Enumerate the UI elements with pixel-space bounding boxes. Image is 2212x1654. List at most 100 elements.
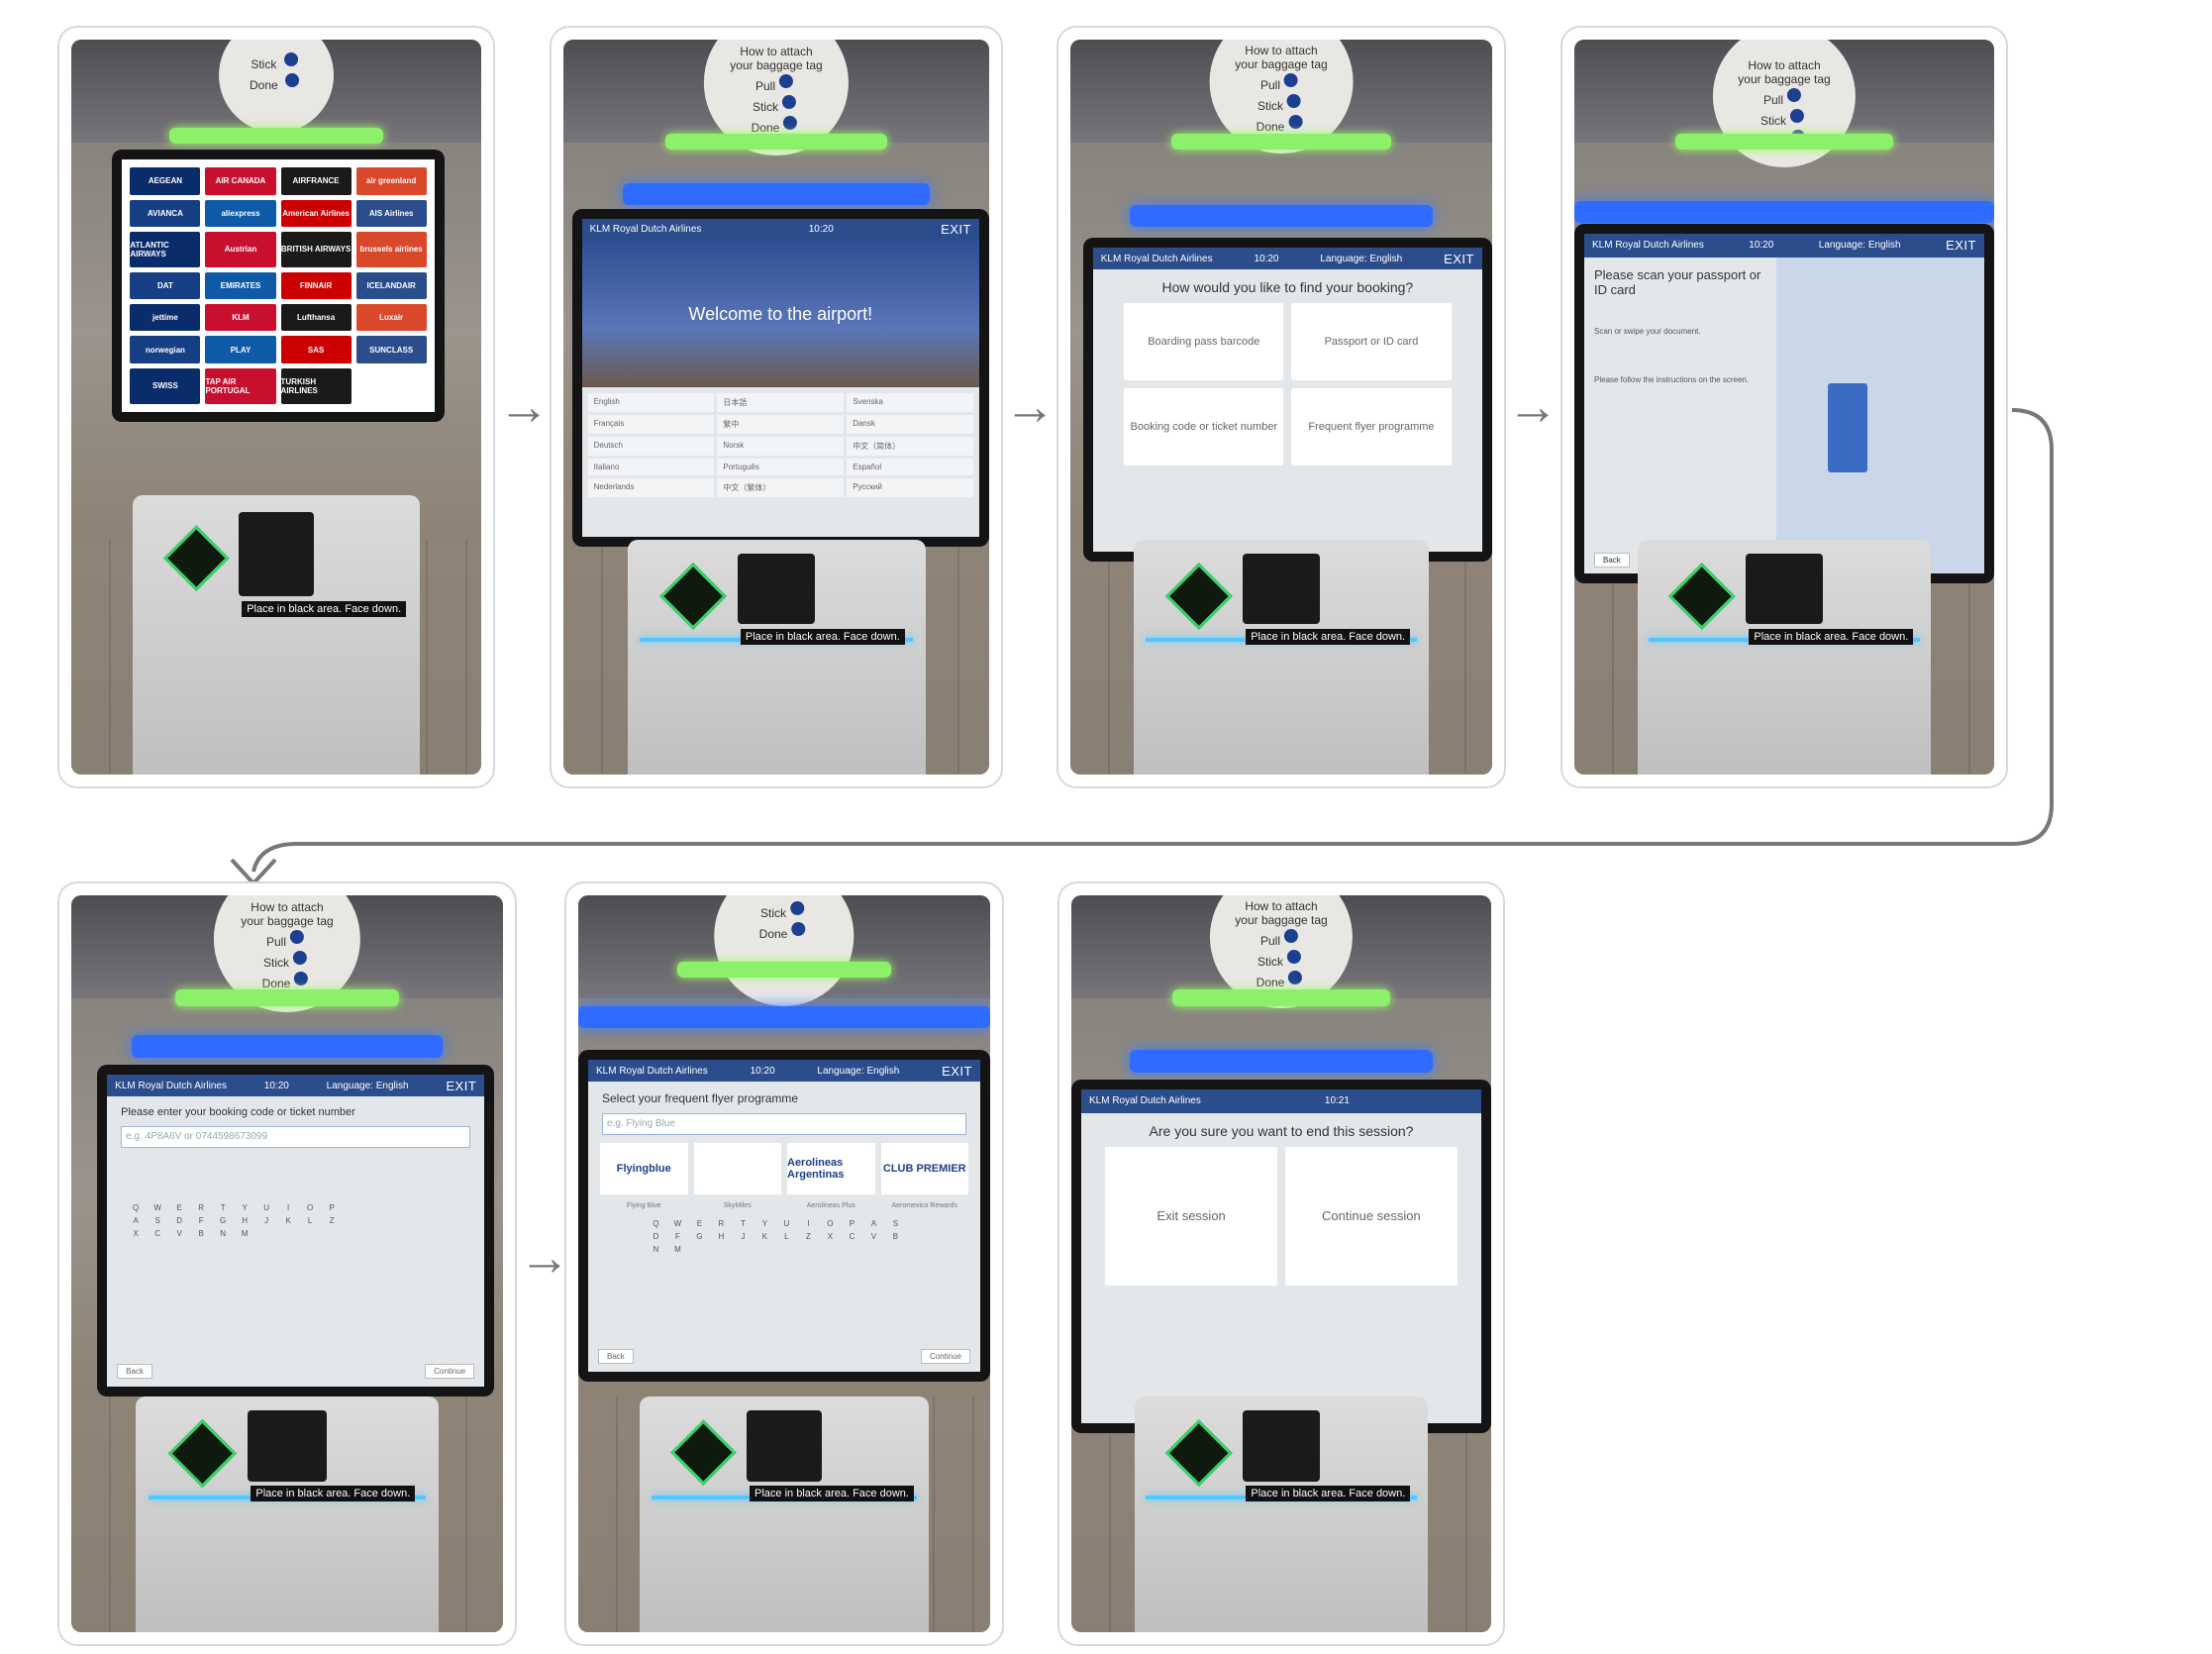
booking-code-option[interactable]: Booking code or ticket number (1124, 387, 1284, 465)
airline-logo[interactable]: Lufthansa (280, 304, 352, 332)
keyboard-key[interactable]: S (892, 1219, 899, 1229)
programme-tile[interactable]: Flyingblue (600, 1143, 688, 1195)
airline-logo[interactable]: AEGEAN (130, 167, 201, 195)
keyboard-key[interactable]: W (153, 1203, 161, 1213)
airline-logo[interactable]: norwegian (130, 336, 201, 363)
language-selector[interactable]: Language: English (326, 1080, 409, 1091)
keyboard-key[interactable]: I (807, 1219, 810, 1229)
language-option[interactable]: 中文（繁体） (717, 477, 845, 497)
continue-button[interactable]: Continue (425, 1363, 475, 1379)
keyboard-key[interactable]: X (133, 1229, 139, 1239)
keyboard-key[interactable]: U (783, 1219, 790, 1229)
keyboard-key[interactable]: N (220, 1229, 227, 1239)
keyboard-key[interactable]: E (176, 1203, 182, 1213)
airline-logo[interactable]: SUNCLASS (355, 336, 427, 363)
language-option[interactable]: Svenska (847, 392, 973, 412)
airline-logo[interactable]: SAS (280, 336, 352, 363)
airline-logo[interactable]: ICELANDAIR (355, 271, 427, 300)
keyboard-key[interactable]: J (741, 1232, 746, 1242)
keyboard-key[interactable]: I (287, 1203, 290, 1213)
language-option[interactable]: 日本語 (717, 392, 845, 412)
programme-search-input[interactable]: e.g. Flying Blue (602, 1113, 966, 1136)
airline-logo[interactable]: Luxair (355, 304, 427, 332)
language-option[interactable]: Dansk (847, 414, 973, 434)
keyboard-key[interactable]: K (761, 1232, 768, 1242)
airline-logo[interactable]: jettime (130, 304, 201, 332)
airline-logo[interactable]: FINNAIR (280, 271, 352, 300)
keyboard-key[interactable]: Q (133, 1203, 140, 1213)
keyboard-key[interactable]: F (674, 1232, 680, 1242)
airline-logo[interactable]: BRITISH AIRWAYS (280, 231, 352, 267)
exit-button[interactable]: EXIT (942, 1063, 972, 1079)
programme-tile[interactable]: Aerolineas Argentinas (787, 1143, 875, 1195)
keyboard-key[interactable]: X (827, 1232, 834, 1242)
airline-logo[interactable]: air greenland (355, 167, 427, 195)
keyboard-key[interactable]: H (242, 1216, 249, 1226)
exit-session-button[interactable]: Exit session (1105, 1146, 1277, 1286)
language-option[interactable]: Norsk (717, 436, 845, 456)
language-option[interactable]: Русский (847, 477, 973, 497)
booking-code-input[interactable]: e.g. 4P8A6V or 0744598673099 (121, 1126, 471, 1149)
keyboard-key[interactable]: G (696, 1232, 703, 1242)
keyboard-key[interactable]: V (870, 1232, 877, 1242)
keyboard-key[interactable]: P (329, 1203, 335, 1213)
keyboard-key[interactable]: M (241, 1229, 249, 1239)
keyboard-key[interactable]: O (307, 1203, 314, 1213)
airline-logo[interactable]: EMIRATES (205, 271, 276, 300)
keyboard-key[interactable]: Z (805, 1232, 811, 1242)
keyboard-key[interactable]: A (870, 1219, 877, 1229)
keyboard-key[interactable]: E (696, 1219, 703, 1229)
back-button[interactable]: Back (598, 1349, 634, 1365)
airline-logo[interactable]: PLAY (205, 336, 276, 363)
airline-logo[interactable]: AIS Airlines (355, 199, 427, 227)
airline-logo[interactable]: aliexpress (205, 199, 276, 227)
keyboard-key[interactable]: F (198, 1216, 204, 1226)
language-selector[interactable]: Language: English (817, 1065, 900, 1077)
airline-logo[interactable]: ATLANTIC AIRWAYS (130, 231, 201, 267)
language-option[interactable]: Deutsch (587, 436, 715, 456)
language-option[interactable]: Português (717, 458, 845, 475)
boarding-pass-barcode-option[interactable]: Boarding pass barcode (1124, 302, 1284, 380)
keyboard-key[interactable]: V (176, 1229, 182, 1239)
keyboard-key[interactable]: T (220, 1203, 226, 1213)
airline-logo[interactable]: AVIANCA (130, 199, 201, 227)
frequent-flyer-option[interactable]: Frequent flyer programme (1291, 387, 1452, 465)
exit-button[interactable]: EXIT (1946, 238, 1976, 254)
airline-logo[interactable]: KLM (205, 304, 276, 332)
keyboard-key[interactable]: T (740, 1219, 746, 1229)
airline-logo[interactable]: brussels airlines (355, 231, 427, 267)
keyboard-key[interactable]: D (653, 1232, 659, 1242)
keyboard-key[interactable]: J (264, 1216, 269, 1226)
keyboard-key[interactable]: R (198, 1203, 205, 1213)
continue-session-button[interactable]: Continue session (1285, 1146, 1458, 1286)
keyboard-key[interactable]: O (827, 1219, 834, 1229)
keyboard-key[interactable]: D (176, 1216, 183, 1226)
language-option[interactable]: English (587, 392, 715, 412)
programme-tile[interactable]: CLUB PREMIER (880, 1143, 968, 1195)
keyboard-key[interactable]: A (133, 1216, 139, 1226)
exit-button[interactable]: EXIT (941, 222, 971, 238)
keyboard-key[interactable]: S (154, 1216, 160, 1226)
keyboard-key[interactable]: U (263, 1203, 270, 1213)
language-option[interactable]: Français (587, 414, 715, 434)
keyboard-key[interactable]: L (307, 1216, 313, 1226)
keyboard-key[interactable]: C (154, 1229, 161, 1239)
exit-button[interactable]: EXIT (1444, 251, 1474, 266)
keyboard-key[interactable]: W (673, 1219, 682, 1229)
airline-logo[interactable]: TURKISH AIRLINES (280, 367, 352, 404)
airline-logo[interactable]: American Airlines (280, 199, 352, 227)
airline-logo[interactable]: AIRFRANCE (280, 167, 352, 195)
keyboard-key[interactable]: H (718, 1232, 725, 1242)
language-option[interactable]: 中文（简体） (847, 436, 973, 456)
keyboard-key[interactable]: Z (329, 1216, 335, 1226)
keyboard-key[interactable]: L (784, 1232, 789, 1242)
language-selector[interactable]: Language: English (1320, 253, 1403, 264)
keyboard-key[interactable]: B (198, 1229, 204, 1239)
keyboard-key[interactable]: Y (242, 1203, 248, 1213)
keyboard-key[interactable]: G (220, 1216, 227, 1226)
keyboard-key[interactable]: P (849, 1219, 855, 1229)
airline-logo[interactable]: TAP AIR PORTUGAL (205, 367, 276, 404)
exit-button[interactable]: EXIT (446, 1078, 477, 1093)
keyboard-key[interactable]: B (892, 1232, 899, 1242)
